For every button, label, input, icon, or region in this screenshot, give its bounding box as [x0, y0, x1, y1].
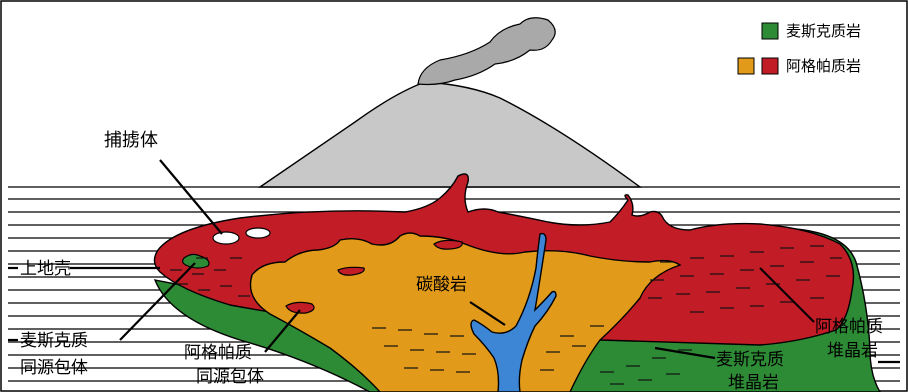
label-upper-crust: 上地壳 [20, 259, 71, 279]
label-agpaitic-enclave-1: 阿格帕质 [184, 343, 252, 363]
legend-label-agpaitic: 阿格帕质岩 [786, 57, 861, 75]
xenolith [213, 232, 239, 244]
eruption-plume [418, 18, 555, 85]
label-agpaitic-cumulate-2: 堆晶岩 [827, 341, 878, 361]
label-mafic-enclave-1: 麦斯克质 [20, 331, 88, 351]
label-xenolith: 捕掳体 [104, 130, 158, 151]
volcano-cone [260, 82, 640, 187]
legend-swatch-agpaitic-orange [738, 58, 754, 74]
agpaitic-enclave-blob [434, 240, 462, 249]
xenolith [246, 228, 270, 238]
label-mafic-cumulate-1: 麦斯克质 [716, 350, 784, 370]
legend: 麦斯克质岩 阿格帕质岩 [738, 22, 861, 75]
leader-xenolith [160, 160, 222, 234]
legend-swatch-mafic [762, 23, 778, 39]
label-agpaitic-enclave-2: 同源包体 [196, 367, 264, 387]
legend-swatch-agpaitic-red [762, 58, 778, 74]
legend-label-mafic: 麦斯克质岩 [786, 22, 861, 40]
label-agpaitic-cumulate-1: 阿格帕质 [815, 317, 883, 337]
label-mafic-cumulate-2: 堆晶岩 [728, 373, 779, 392]
label-mafic-enclave-2: 同源包体 [20, 358, 88, 378]
label-carbonatite: 碳酸岩 [416, 275, 467, 295]
